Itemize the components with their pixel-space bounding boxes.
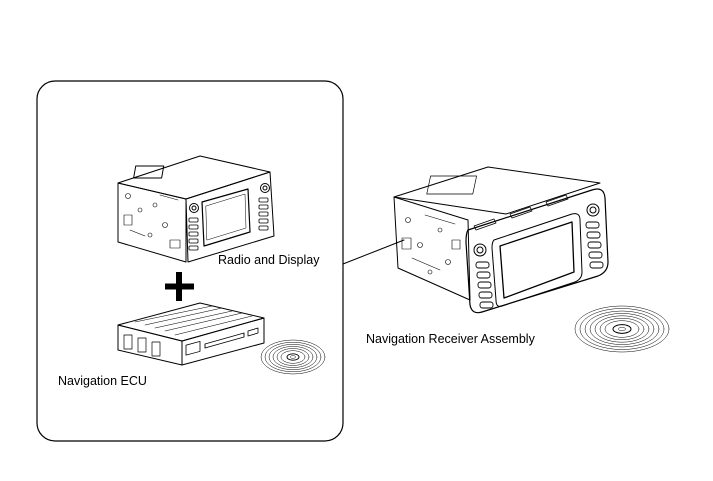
navigation-receiver-assembly-label: Navigation Receiver Assembly — [366, 332, 535, 346]
connector-line — [342, 239, 405, 265]
disc-icon — [574, 305, 670, 353]
navigation-receiver-assembly-unit — [393, 166, 609, 314]
radio-and-display-label: Radio and Display — [218, 253, 320, 267]
radio-and-display-unit — [117, 155, 275, 263]
navigation-ecu-label: Navigation ECU — [58, 374, 147, 388]
navigation-ecu-unit — [117, 302, 265, 366]
plus-icon — [165, 272, 194, 301]
old-configuration-box — [36, 80, 344, 442]
disc-icon — [260, 339, 326, 375]
